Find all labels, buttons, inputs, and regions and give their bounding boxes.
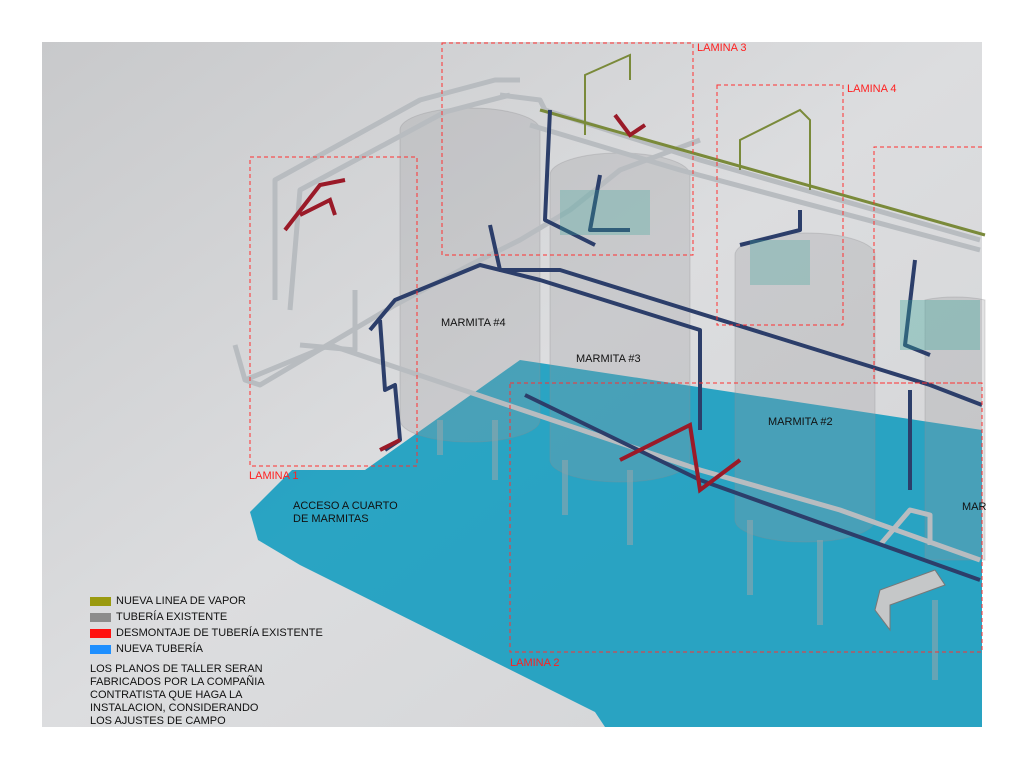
- tank-marmita-4: [399, 107, 541, 443]
- access-label-line: DE MARMITAS: [293, 513, 369, 525]
- legend-label: DESMONTAJE DE TUBERÍA EXISTENTE: [116, 627, 323, 639]
- legend-swatch: [90, 596, 111, 606]
- lamina-5-frame: [873, 146, 982, 384]
- legend-swatch: [90, 644, 111, 654]
- note-line: INSTALACION, CONSIDERANDO: [90, 702, 259, 714]
- marmita-4-label: MARMITA #4: [441, 317, 506, 329]
- tanks: [399, 107, 986, 561]
- marmita-1-label: MAR: [962, 501, 987, 513]
- steam-riser: [584, 53, 631, 135]
- legend-label: TUBERÍA EXISTENTE: [116, 611, 228, 623]
- marmita-2-label: MARMITA #2: [768, 416, 833, 428]
- legend-item-existing: TUBERÍA EXISTENTE: [90, 609, 323, 625]
- note-line: LOS PLANOS DE TALLER SERAN: [90, 663, 263, 675]
- legend-label: NUEVA LINEA DE VAPOR: [116, 595, 246, 607]
- legend-item-removal: DESMONTAJE DE TUBERÍA EXISTENTE: [90, 625, 323, 641]
- lamina-frames: [249, 42, 983, 653]
- tank-legs: [437, 420, 938, 680]
- removed-pipes: [283, 113, 742, 494]
- legend-item-new: NUEVA TUBERÍA: [90, 641, 323, 657]
- marmita-3-label: MARMITA #3: [576, 353, 641, 365]
- tank-jacket: [900, 300, 980, 350]
- note-line: LOS AJUSTES DE CAMPO: [90, 715, 226, 727]
- lamina-4-label: LAMINA 4: [847, 83, 897, 95]
- lamina-2-label: LAMINA 2: [510, 657, 560, 669]
- legend-swatch: [90, 628, 111, 638]
- existing-pipes: [232, 77, 981, 563]
- access-label: ACCESO A CUARTO DE MARMITAS: [293, 500, 398, 526]
- steam-riser: [739, 108, 811, 190]
- lamina-2-frame: [509, 382, 983, 653]
- new-pipes: [368, 109, 983, 582]
- tank-marmita-3: [549, 152, 691, 483]
- floor-slab: [250, 360, 982, 727]
- legend-label: NUEVA TUBERÍA: [116, 643, 204, 655]
- tank-jacket: [560, 190, 650, 235]
- lamina-3-label: LAMINA 3: [697, 42, 747, 54]
- note-line: FABRICADOS POR LA COMPAÑIA: [90, 676, 265, 688]
- tank-jacket: [750, 240, 810, 285]
- legend: NUEVA LINEA DE VAPOR TUBERÍA EXISTENTE D…: [90, 593, 323, 728]
- legend-item-steam: NUEVA LINEA DE VAPOR: [90, 593, 323, 609]
- notes: LOS PLANOS DE TALLER SERAN FABRICADOS PO…: [90, 663, 323, 728]
- lamina-3-frame: [441, 42, 694, 256]
- lamina-1-label: LAMINA 1: [249, 470, 299, 482]
- lamina-4-frame: [716, 84, 844, 326]
- tank-marmita-1: [924, 296, 986, 561]
- note-line: CONTRATISTA QUE HAGA LA: [90, 689, 243, 701]
- trench-cover: [874, 569, 946, 632]
- legend-swatch: [90, 612, 111, 622]
- steam-line: [539, 108, 986, 237]
- access-label-line: ACCESO A CUARTO: [293, 500, 398, 512]
